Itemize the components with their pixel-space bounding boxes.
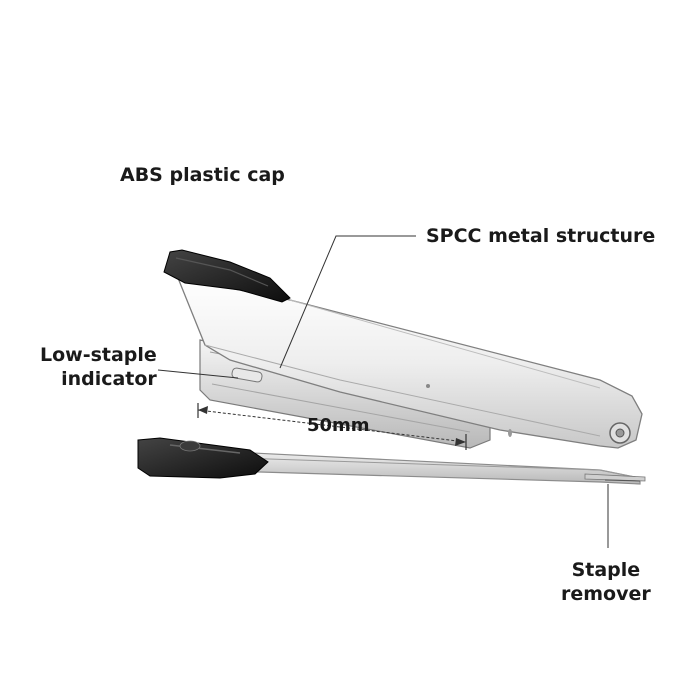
label-low-staple-line1: Low-staple: [40, 344, 157, 366]
callout-low-staple: [157, 369, 239, 379]
label-abs-plastic-cap: ABS plastic cap: [120, 164, 285, 186]
label-low-staple-indicator: Low-staple indicator: [40, 343, 157, 391]
label-remover-line2: remover: [561, 583, 651, 605]
dimension-line: [197, 403, 467, 450]
label-dimension: 50mm: [307, 415, 370, 436]
abs-plastic-cap: [163, 249, 291, 303]
staple-remover: [584, 473, 646, 482]
small-hole: [426, 384, 430, 388]
label-staple-remover: Staple remover: [561, 558, 651, 606]
base-plastic-pad: [137, 437, 269, 479]
label-spcc-metal-structure: SPCC metal structure: [426, 225, 656, 247]
label-remover-line1: Staple: [571, 559, 641, 581]
side-slot: [508, 429, 512, 437]
pivot-rivet: [609, 422, 631, 444]
top-arm: [176, 277, 643, 449]
label-low-staple-line2: indicator: [61, 368, 157, 390]
callout-spcc: [279, 235, 416, 369]
